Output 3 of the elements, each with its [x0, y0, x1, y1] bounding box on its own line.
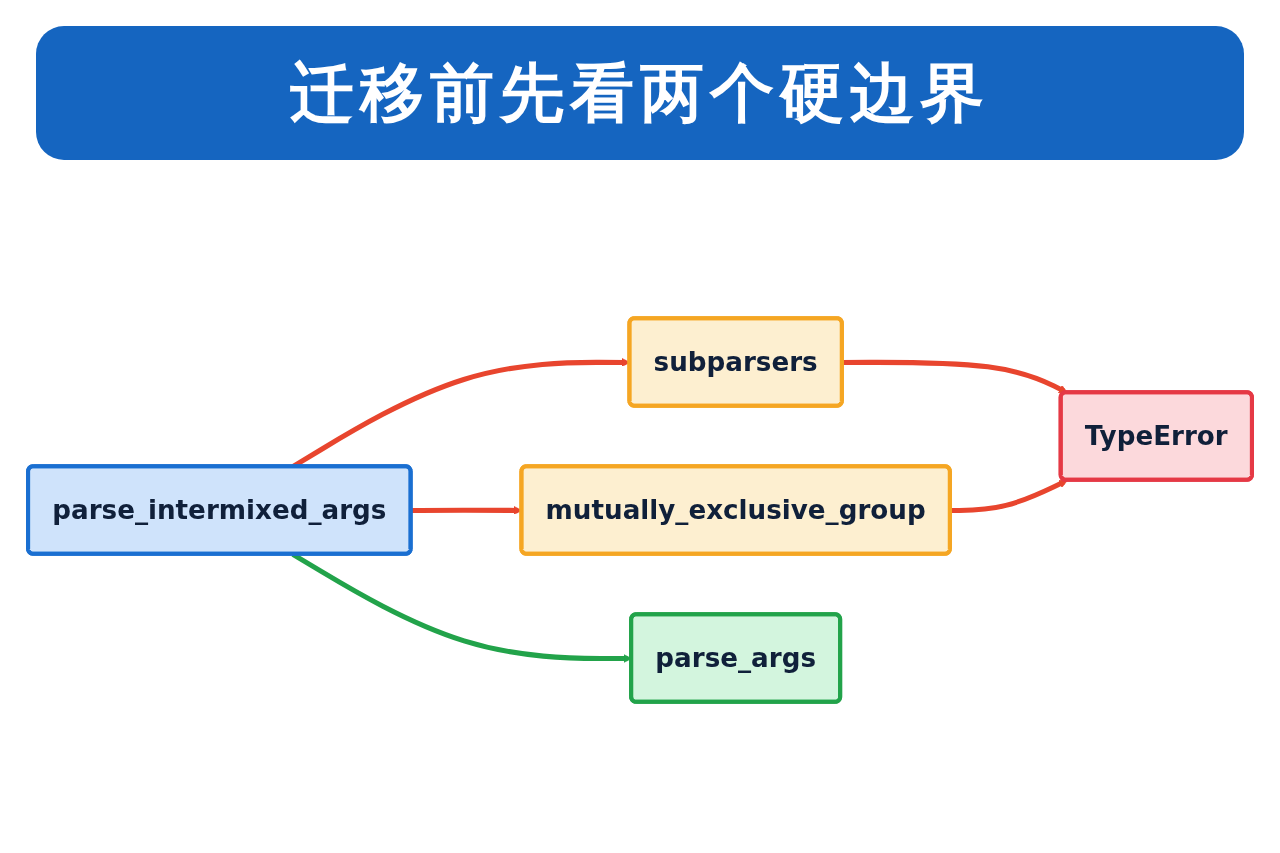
arrow — [842, 359, 1068, 394]
arrow — [950, 479, 1068, 513]
title-banner: 迁移前先看两个硬边界 — [36, 26, 1244, 160]
